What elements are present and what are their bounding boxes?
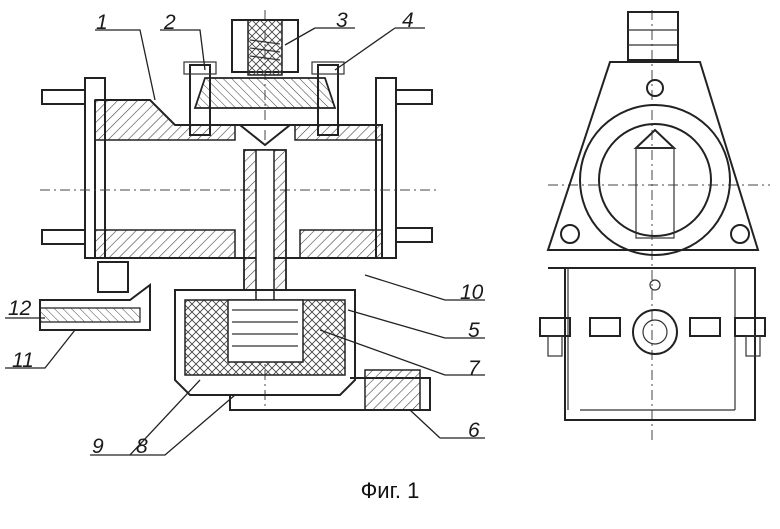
valve-cone: [237, 124, 293, 147]
outer-bore: [579, 104, 731, 256]
flange-left: [84, 77, 106, 259]
callout-6: 6: [468, 419, 480, 442]
leader-2: [160, 29, 206, 71]
flange-hole-top: [646, 79, 664, 97]
front-view: [539, 10, 770, 440]
flange-hole-left: [560, 224, 580, 244]
callout-8: 8: [136, 435, 148, 458]
flange-right: [375, 77, 397, 259]
callout-9: 9: [92, 435, 104, 458]
nut-3: [689, 317, 721, 337]
callout-3: 3: [336, 9, 348, 32]
bolt-left-top: [41, 89, 86, 105]
front-cone: [633, 128, 677, 149]
front-top-fitting: [627, 11, 679, 61]
top-cover: [193, 77, 337, 109]
front-center-mark: [649, 279, 661, 291]
outlet-nut: [364, 369, 421, 411]
front-stem: [635, 147, 675, 239]
side-port: [39, 283, 151, 331]
leader-6: [409, 409, 485, 439]
callout-2: 2: [164, 11, 176, 34]
lower-housing: [174, 289, 356, 396]
leader-3: [284, 27, 355, 46]
callout-5: 5: [468, 319, 480, 342]
leader-1: [95, 29, 156, 101]
stud-right: [317, 64, 339, 136]
nut-2: [589, 317, 621, 337]
upper-wall: [94, 99, 236, 141]
flange-hole-right: [730, 224, 750, 244]
triangular-flange: [546, 61, 760, 251]
front-lower-body: [548, 267, 756, 421]
bolt-left-bottom: [41, 229, 86, 245]
side-port-bore: [39, 307, 141, 323]
callout-12: 12: [8, 297, 32, 320]
front-port: [632, 309, 678, 355]
stem-core: [255, 149, 275, 311]
leader-4: [334, 27, 425, 71]
callout-7: 7: [468, 357, 480, 380]
callout-11: 11: [12, 349, 34, 372]
inner-bore: [598, 123, 712, 237]
lower-wall: [94, 229, 236, 259]
bolt-right-bottom: [395, 227, 433, 243]
leader-11: [5, 329, 76, 369]
nut-4: [734, 317, 766, 337]
stud-left: [189, 64, 211, 136]
leader-10: [364, 274, 485, 301]
leader-8: [130, 394, 236, 456]
figure-caption: Фиг. 1: [360, 478, 420, 503]
leader-7: [319, 329, 485, 376]
port-nipple: [97, 261, 129, 293]
section-view: [5, 10, 485, 456]
spring-chamber: [227, 299, 304, 363]
callout-4: 4: [402, 9, 414, 32]
callout-1: 1: [96, 11, 108, 34]
leader-5: [347, 309, 485, 339]
callout-10: 10: [460, 281, 484, 304]
top-fitting-core: [247, 19, 283, 76]
lower-wall-right: [299, 229, 383, 259]
bolt-right-top: [395, 89, 433, 105]
